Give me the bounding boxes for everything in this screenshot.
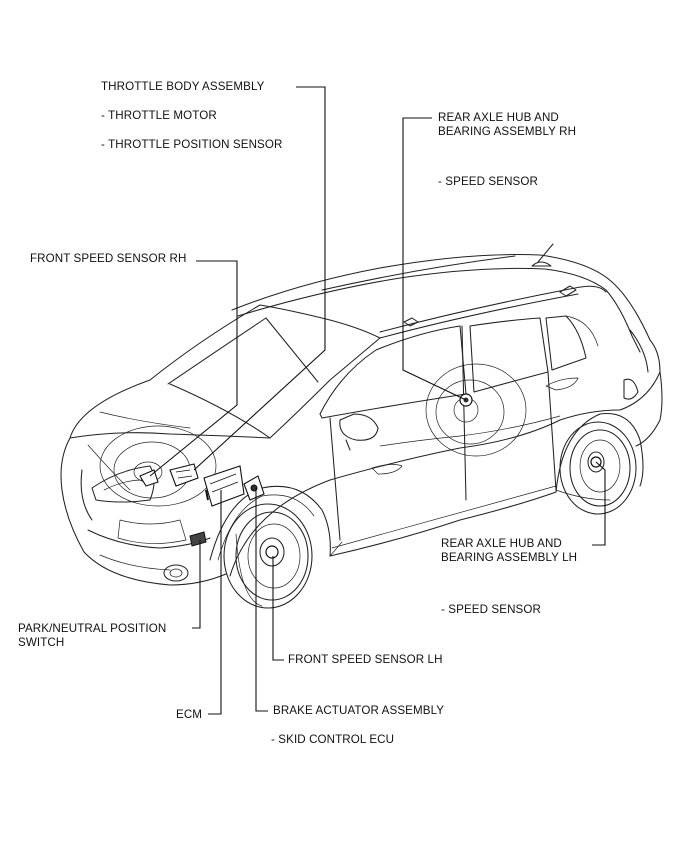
leader-throttle-body (193, 86, 326, 471)
label-park-neutral-line2: SWITCH (18, 636, 65, 649)
label-rear-axle-hub-lh-line1: REAR AXLE HUB AND (441, 537, 562, 550)
label-rear-lh-speed-sensor: - SPEED SENSOR (441, 603, 541, 616)
leader-front-speed-sensor-rh (149, 260, 238, 477)
label-ecm: ECM (176, 708, 203, 721)
leader-front-speed-sensor-lh (272, 556, 284, 661)
leader-rear-axle-hub-rh (402, 117, 467, 401)
leader-rear-axle-hub-lh (592, 461, 606, 546)
label-rear-axle-hub-rh-line1: REAR AXLE HUB AND (438, 111, 559, 124)
label-park-neutral-line1: PARK/NEUTRAL POSITION (18, 622, 167, 635)
label-front-speed-sensor-lh: FRONT SPEED SENSOR LH (288, 653, 443, 666)
label-throttle-body-assembly: THROTTLE BODY ASSEMBLY (101, 80, 265, 93)
label-rear-axle-hub-lh-line2: BEARING ASSEMBLY LH (441, 551, 578, 564)
label-throttle-motor: - THROTTLE MOTOR (101, 109, 217, 122)
label-brake-actuator-assembly: BRAKE ACTUATOR ASSEMBLY (273, 704, 445, 717)
leader-brake-actuator (255, 488, 268, 712)
leader-ecm (208, 490, 222, 715)
label-rear-rh-speed-sensor: - SPEED SENSOR (438, 175, 538, 188)
label-front-speed-sensor-rh: FRONT SPEED SENSOR RH (30, 252, 187, 265)
leader-park-neutral-switch (192, 540, 201, 629)
label-skid-control-ecu: - SKID CONTROL ECU (271, 733, 395, 746)
leader-lines (149, 86, 606, 715)
component-markers (139, 393, 602, 559)
label-rear-axle-hub-rh-line2: BEARING ASSEMBLY RH (438, 125, 577, 138)
label-throttle-position-sensor: - THROTTLE POSITION SENSOR (101, 138, 283, 151)
